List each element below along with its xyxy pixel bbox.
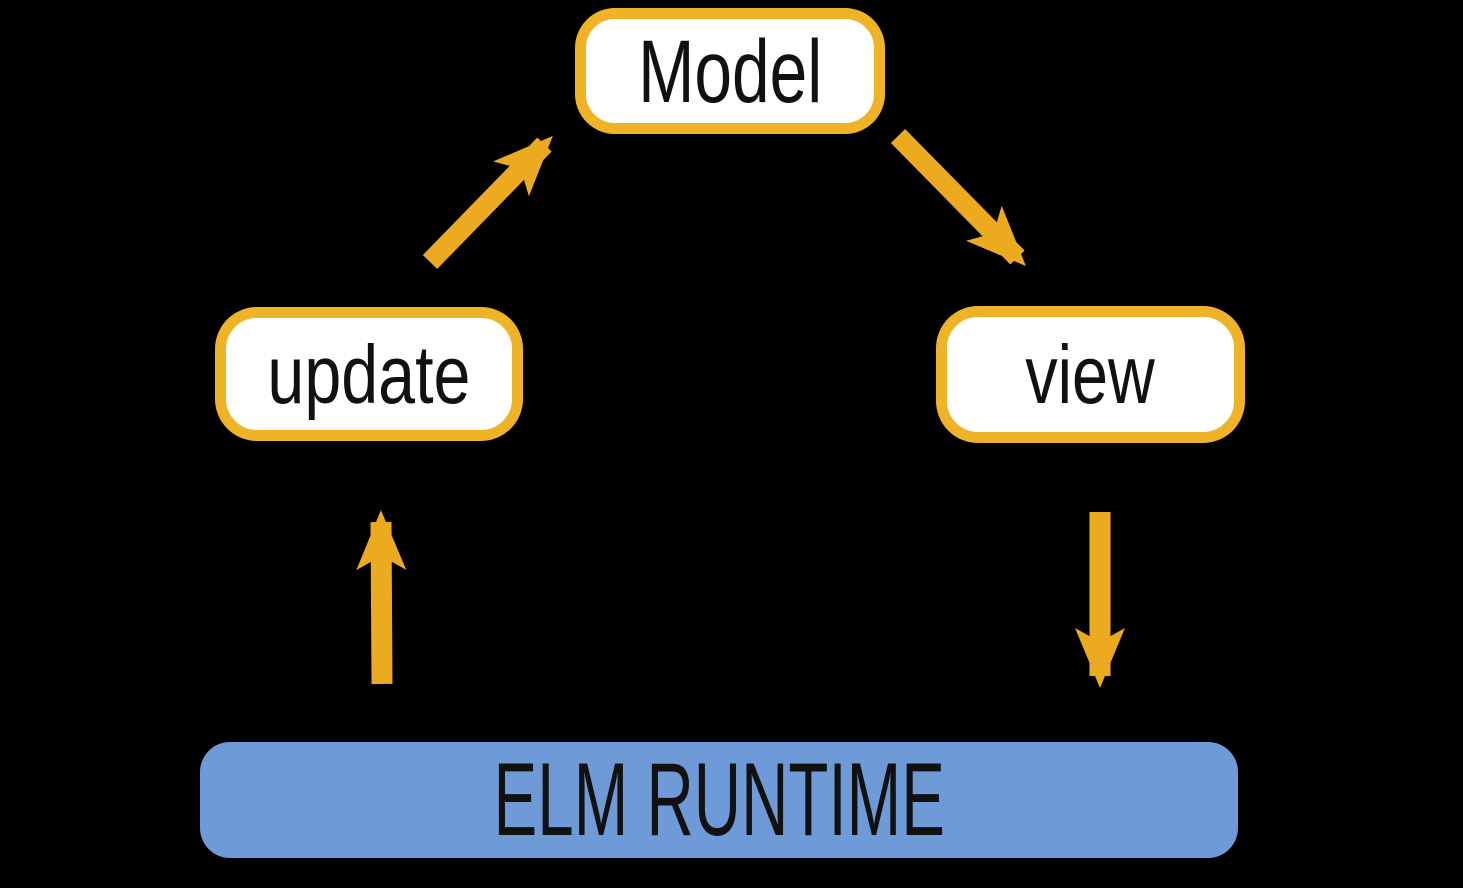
node-update-label: update [267, 327, 471, 421]
node-model: Model [575, 8, 885, 134]
node-update: update [215, 307, 523, 441]
node-view-label: view [1025, 328, 1156, 421]
elm-runtime-label: ELM RUNTIME [493, 742, 945, 858]
node-model-label: Model [637, 20, 823, 121]
arrow-update-to-model [422, 135, 553, 269]
node-view: view [936, 306, 1245, 443]
arrow-model-to-view [890, 128, 1026, 267]
elm-runtime-bar: ELM RUNTIME [200, 742, 1238, 858]
arrow-runtime-to-update [356, 510, 407, 685]
